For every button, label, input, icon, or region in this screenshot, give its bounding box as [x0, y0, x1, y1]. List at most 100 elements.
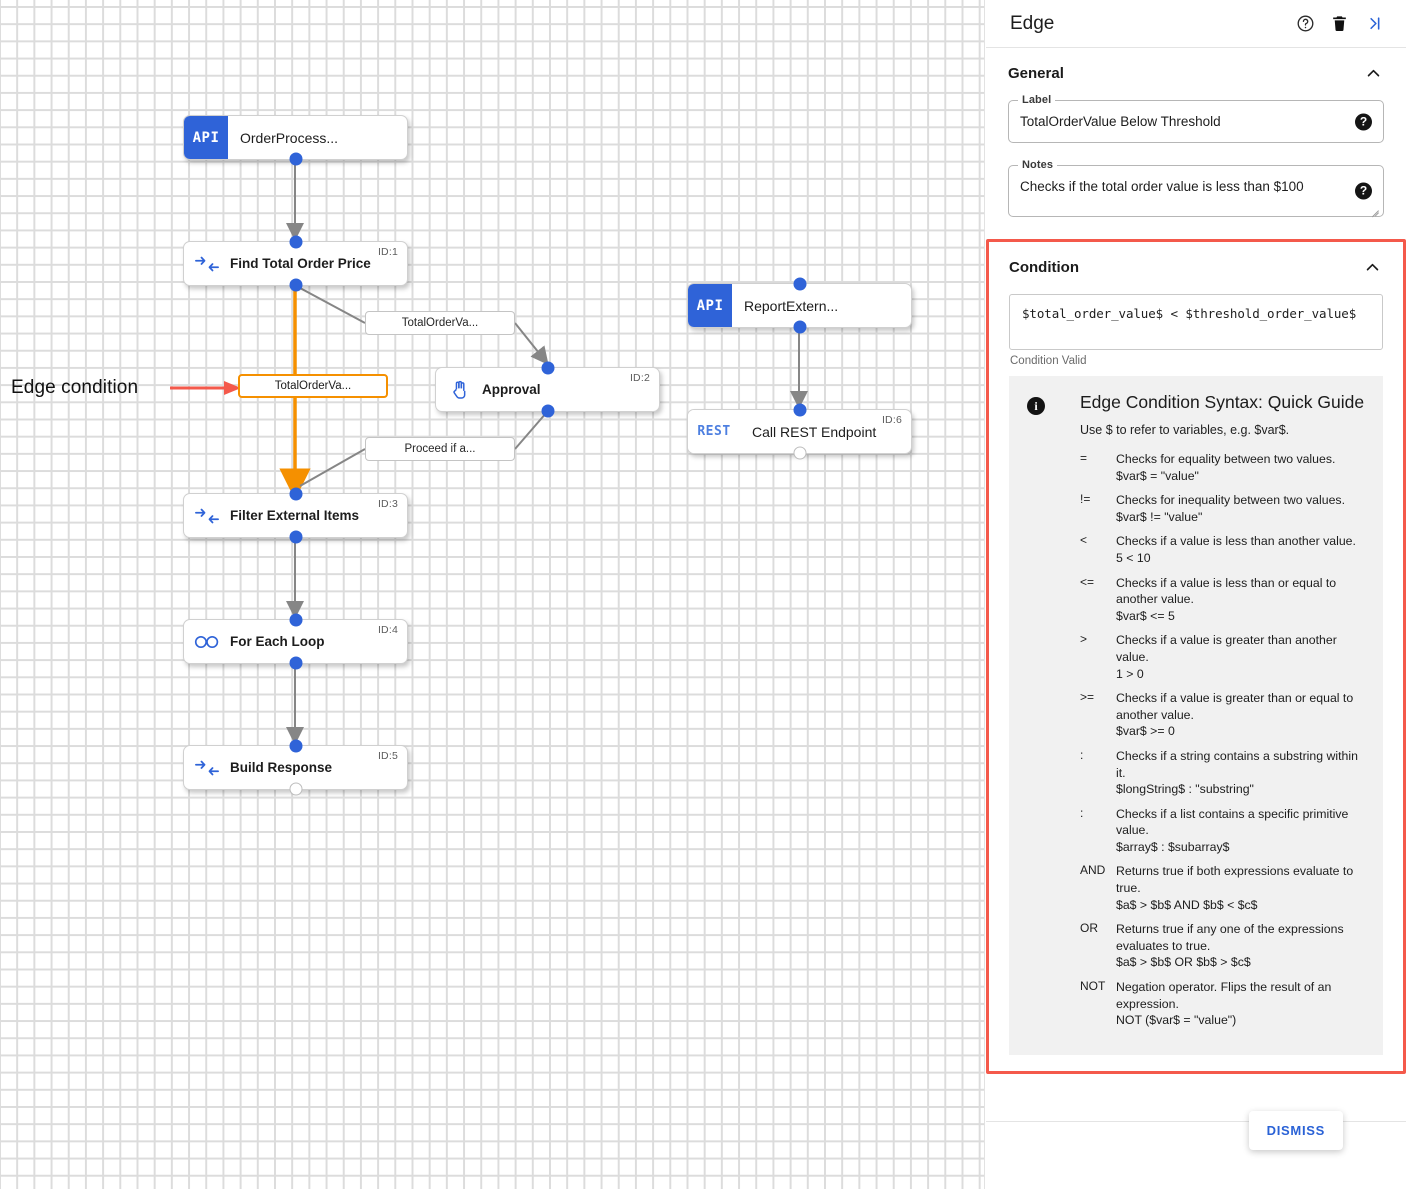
operator-description: Checks if a value is less than another v… [1116, 534, 1356, 549]
node-id-label: ID:3 [377, 498, 398, 510]
node-id-label: ID:5 [377, 750, 398, 762]
node-input-port[interactable] [289, 487, 302, 501]
node-input-port[interactable] [541, 361, 554, 375]
node-title: Find Total Order Price [230, 256, 371, 271]
node-input-port[interactable] [289, 613, 302, 627]
edge-condition-annotation: Edge condition [11, 377, 139, 398]
condition-expression-input[interactable]: $total_order_value$ < $threshold_order_v… [1009, 294, 1383, 350]
operator-description: Checks if a list contains a specific pri… [1116, 806, 1349, 838]
notes-resize-handle[interactable] [1370, 204, 1379, 213]
node-output-port[interactable] [289, 530, 302, 544]
operator-example: $var$ <= 5 [1116, 608, 1175, 623]
operator-description: Checks for inequality between two values… [1116, 493, 1345, 508]
chevron-up-icon[interactable] [1362, 62, 1384, 84]
node-title: OrderProcess... [240, 129, 339, 146]
panel-header: Edge [986, 0, 1406, 48]
operator-example: $var$ = "value" [1116, 468, 1199, 483]
node-input-port[interactable] [793, 277, 806, 291]
delete-icon[interactable] [1324, 9, 1354, 39]
label-field-value: TotalOrderValue Below Threshold [1020, 114, 1221, 129]
general-section-title: General [1008, 64, 1064, 82]
condition-section: Condition $total_order_value$ < $thresho… [986, 239, 1406, 1074]
operator-symbol: != [1080, 492, 1091, 507]
node-input-port[interactable] [289, 739, 302, 753]
node-id-label: ID:4 [377, 624, 398, 636]
panel-footer: DISMISS [986, 1111, 1406, 1189]
info-icon: i [1027, 397, 1045, 415]
operator-symbol: AND [1080, 863, 1106, 878]
operator-row: != Checks for inequality between two valu… [1080, 492, 1365, 525]
rest-badge: REST [688, 410, 740, 453]
node-output-port[interactable] [289, 278, 302, 292]
node-title: Build Response [230, 760, 333, 775]
operator-row: AND Returns true if both expressions eval… [1080, 863, 1365, 913]
operator-description: Checks if a value is less than or equal … [1116, 575, 1337, 607]
general-section: General Label TotalOrderValue Below Thre… [986, 48, 1406, 217]
edge-label[interactable]: TotalOrderVa... [365, 311, 515, 335]
flow-node[interactable]: Build Response ID:5 [183, 739, 408, 796]
label-field[interactable]: Label TotalOrderValue Below Threshold ? [1008, 94, 1384, 143]
operator-example: 1 > 0 [1116, 666, 1144, 681]
notes-field[interactable]: Notes Checks if the total order value is… [1008, 159, 1384, 217]
node-input-port[interactable] [289, 235, 302, 249]
edge-label[interactable]: Proceed if a... [365, 437, 515, 461]
operator-row: :Checks if a string contains a substring… [1080, 748, 1365, 798]
edge-properties-panel: Edge General [986, 0, 1406, 1189]
node-output-port[interactable] [793, 320, 806, 334]
node-output-port[interactable] [541, 404, 554, 418]
operator-symbol: : [1080, 805, 1084, 820]
general-section-header[interactable]: General [1008, 62, 1384, 84]
node-output-port[interactable] [289, 782, 302, 796]
operator-example: $var$ != "value" [1116, 509, 1203, 524]
operator-description: Returns true if both expressions evaluat… [1116, 864, 1354, 896]
flow-node[interactable]: Filter External Items ID:3 [183, 487, 408, 544]
operator-row: < Checks if a value is less than another … [1080, 533, 1365, 566]
operator-symbol: < [1080, 533, 1088, 548]
node-title: ReportExtern... [744, 297, 839, 314]
chevron-up-icon[interactable] [1361, 256, 1383, 278]
operator-example: $a$ > $b$ AND $b$ < $c$ [1116, 897, 1258, 912]
operator-description: Negation operator. Flips the result of a… [1116, 980, 1332, 1011]
help-icon[interactable] [1290, 9, 1320, 39]
condition-section-header[interactable]: Condition [1009, 256, 1383, 278]
collapse-panel-icon[interactable] [1358, 9, 1388, 39]
operator-description: Checks if a value is greater than anothe… [1116, 633, 1337, 664]
node-title: Call REST Endpoint [752, 423, 877, 440]
operator-example: $array$ : $subarray$ [1116, 839, 1230, 854]
operator-example: $longString$ : "substring" [1116, 782, 1254, 797]
operator-example: $a$ > $b$ OR $b$ > $c$ [1116, 955, 1251, 970]
operator-symbol: NOT [1080, 979, 1106, 994]
hand-icon [436, 368, 482, 411]
operator-symbol: <= [1080, 574, 1095, 589]
notes-help-icon[interactable]: ? [1355, 182, 1372, 200]
node-output-port[interactable] [289, 152, 302, 166]
node-input-port[interactable] [793, 403, 806, 417]
api-badge: API [184, 116, 228, 159]
label-help-icon[interactable]: ? [1355, 113, 1372, 130]
operator-example: 5 < 10 [1116, 550, 1151, 565]
edge-label-selected[interactable]: TotalOrderVa... [238, 374, 388, 398]
node-output-port[interactable] [793, 446, 806, 460]
condition-validation-status: Condition Valid [1010, 355, 1087, 367]
operator-row: > Checks if a value is greater than anoth… [1080, 632, 1365, 682]
operator-example: NOT ($var$ = "value") [1116, 1013, 1237, 1028]
node-title: Filter External Items [230, 508, 360, 523]
operator-row: NOT Negation operator. Flips the result o… [1080, 979, 1365, 1029]
operator-symbol: > [1080, 632, 1088, 647]
dismiss-button[interactable]: DISMISS [1248, 1111, 1343, 1150]
node-output-port[interactable] [289, 656, 302, 670]
flow-canvas[interactable]: API OrderProcess... Find Total Order Price… [0, 0, 985, 1189]
guide-subtitle: Use $ to refer to variables, e.g. $var$. [1080, 423, 1290, 437]
flow-node[interactable]: API OrderProcess... [183, 115, 408, 166]
operator-symbol: >= [1080, 690, 1095, 705]
operator-row: =Checks for equality between two values.… [1080, 451, 1365, 484]
operator-symbol: = [1080, 451, 1088, 465]
guide-title: Edge Condition Syntax: Quick Guide [1080, 392, 1365, 412]
operator-row: : Checks if a list contains a specific pr… [1080, 806, 1365, 856]
